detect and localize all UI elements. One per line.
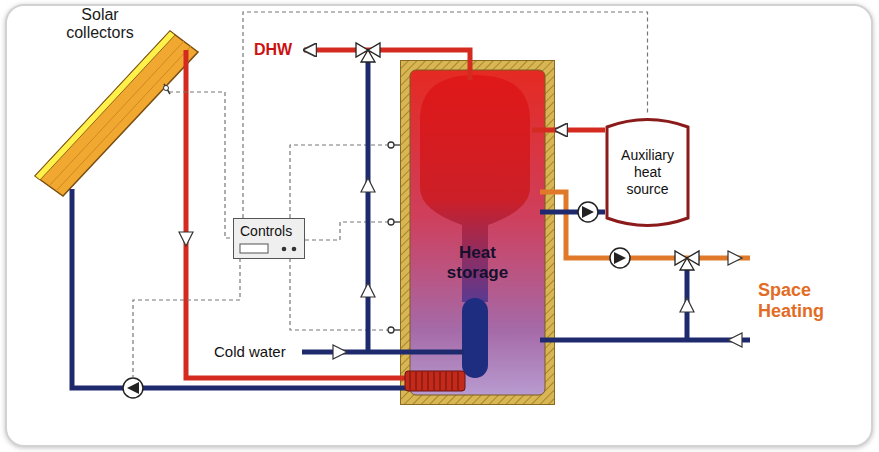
controls-box: Controls: [233, 218, 305, 259]
frame: [6, 5, 872, 446]
control-wire: [133, 92, 388, 378]
flow-arrow: [333, 345, 347, 359]
heat-storage-tank: Heat storage: [400, 60, 555, 405]
mixing-valve: [356, 43, 380, 62]
auxiliary-heater: Auxiliary heat source: [605, 115, 690, 230]
heating-return-pipe: [555, 338, 750, 343]
flow-arrow: [728, 251, 742, 265]
bypass-pipe: [366, 56, 371, 352]
flow-arrow: [361, 283, 375, 297]
temperature-sensor: [388, 142, 401, 333]
heater-flow-pipe: [555, 128, 605, 133]
inlet-label: Cold water: [214, 343, 286, 360]
storage-tank-drawing: [400, 60, 555, 405]
flow-arrow: [179, 232, 193, 246]
pump-symbol: [578, 202, 598, 222]
outlet-label: DHW: [254, 41, 292, 59]
mixing-valve: [675, 251, 699, 270]
circuit-label: Space Heating: [758, 280, 854, 321]
node-text: Controls: [240, 223, 292, 239]
flow-arrow: [680, 298, 694, 312]
solar-flow-pipe: [186, 50, 405, 378]
component-label: Solar collectors: [52, 6, 148, 43]
pump-symbol: [610, 248, 630, 268]
solar-return-pipe: [72, 189, 405, 388]
flow-arrow: [728, 333, 742, 347]
pump-symbol: [123, 378, 143, 398]
solar-panel: [35, 31, 198, 196]
node-text: Heat storage: [433, 243, 523, 282]
flow-arrow: [361, 178, 375, 192]
cold-water-pipe: [302, 350, 400, 355]
node-text: Auxiliary heat source: [615, 147, 681, 197]
